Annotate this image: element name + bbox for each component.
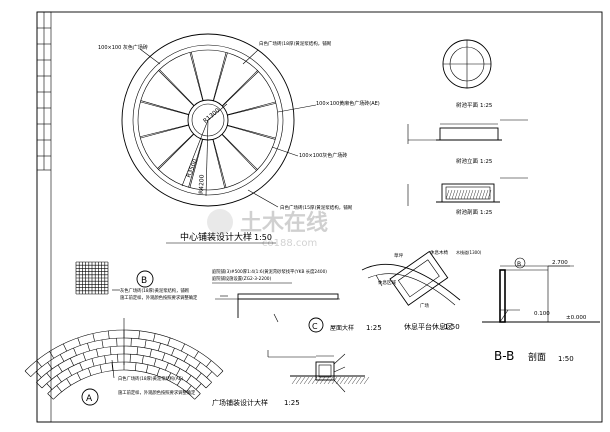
detail-b-note1: 灰色广场砖(18厚)黄泥浆结构，铺砌 <box>120 287 189 294</box>
section-bb-marker <box>514 257 526 269</box>
detail-a-marker <box>81 388 99 406</box>
detail-c-title: 屋面大样 <box>330 324 354 332</box>
section-bb-marker-text: B <box>517 261 521 268</box>
label-grey-band: 100×100灰色广场砖 <box>299 152 347 159</box>
detail-a-note2: 施工前定样，外观颜色按照要求调整确定 <box>118 389 196 396</box>
dim-r2: R3500 <box>185 158 199 179</box>
center-paving-scale: 1:50 <box>254 233 272 242</box>
tree-pool-section-label: 树池剖面 <box>456 208 479 216</box>
deck-label-top: 草坪 <box>394 252 403 259</box>
tree-pool-plan-scale: 1:25 <box>480 103 493 109</box>
tree-pool-section: 树池剖面 1:25 <box>407 177 528 216</box>
detail-c-note1: 庭院铺(3)#500厚1:4(1:6)黄泥膏砂浆找平(YKB 长度2400) <box>212 268 327 275</box>
center-paving-plan: 100×100 灰色广场砖 白色广场砖(18厚)黄泥浆结构，铺砌 100×100… <box>98 33 380 244</box>
title-block <box>36 11 52 423</box>
detail-c-marker-text: C <box>312 322 318 331</box>
rest-area-plan: 草坪 休息木椅 木栈道(1300) 休息区域 广场 休息平台休息区 1:50 <box>361 249 482 331</box>
tree-pool-elev-scale: 1:25 <box>480 159 493 165</box>
tree-pool-elevation: 树池立面 1:25 <box>407 119 528 165</box>
radial-joints <box>139 51 277 189</box>
square-paving-section: 广场铺装设计大样 1:25 <box>212 350 370 407</box>
section-hatching <box>445 189 492 200</box>
label-yellow-band: 100×100黄麻色广场砖(AE) <box>316 100 380 107</box>
deck-label-right: 木栈道(1300) <box>456 249 482 255</box>
watermark-url: co188.com <box>262 238 317 249</box>
detail-a-note1: 白色广场砖(18厚)黄泥浆结构(AE) <box>118 375 183 382</box>
section-bb-title: B-B <box>494 349 514 363</box>
section-bb-dim-mid: 0.100 <box>534 311 550 317</box>
center-paving-title: 中心铺装设计大样 <box>180 231 252 243</box>
section-bb-suffix: 剖面 <box>528 351 546 363</box>
watermark-brand: 土木在线 <box>240 210 328 236</box>
detail-a-marker-text: A <box>86 394 93 404</box>
dim-r1: R1300 <box>202 107 222 125</box>
detail-c-scale: 1:25 <box>366 324 382 332</box>
detail-c-note2: 庭院铺设施设置(ZG2-3-2200) <box>212 275 272 282</box>
deck-scale: 1:50 <box>444 323 460 331</box>
detail-c-roof: 庭院铺(3)#500厚1:4(1:6)黄泥膏砂浆找平(YKB 长度2400) 庭… <box>212 268 382 333</box>
label-bottom-note: 白色广场砖(15厚)黄泥浆结构，铺砌 <box>280 204 353 211</box>
tree-pool-section-scale: 1:25 <box>480 210 493 216</box>
detail-a-arc-paving: A 白色广场砖(18厚)黄泥浆结构(AE) 施工前定样，外观颜色按照要求调整确定 <box>24 318 224 406</box>
detail-b-marker-text: B <box>141 276 147 286</box>
detail-b-note2: 施工前定样，外观颜色按照要求调整确定 <box>120 294 198 301</box>
ground-hatching <box>291 376 370 385</box>
section-bb-dim-top: 2.700 <box>552 260 568 266</box>
detail-b-marker <box>136 270 154 288</box>
tile-grid <box>75 261 109 295</box>
section-bb-dim-ground: ±0.000 <box>566 315 587 321</box>
watermark: 土木在线 co188.com <box>207 209 328 249</box>
detail-c-marker <box>308 317 324 333</box>
label-grey-granite: 100×100 灰色广场砖 <box>98 44 148 51</box>
tree-pool-plan: 树池平面 1:25 <box>442 39 493 109</box>
detail-b-grid: B 灰色广场砖(18厚)黄泥浆结构，铺砌 施工前定样，外观颜色按照要求调整确定 <box>75 261 198 301</box>
deck-title: 休息平台休息区 <box>404 322 453 331</box>
section-bb: B 2.700 0.100 ±0.000 B-B 剖面 1:50 <box>482 257 600 363</box>
square-detail-scale: 1:25 <box>284 399 300 407</box>
dim-r3: R4200 <box>198 174 206 194</box>
arc-brick-courses <box>24 318 224 400</box>
section-bb-scale: 1:50 <box>558 355 574 363</box>
tree-pool-plan-label: 树池平面 <box>456 101 479 109</box>
deck-label-area: 休息区域 <box>378 279 396 286</box>
deck-label-mid: 休息木椅 <box>430 249 448 256</box>
tree-pool-elev-label: 树池立面 <box>456 157 479 165</box>
deck-label-square: 广场 <box>420 302 429 309</box>
square-detail-title: 广场铺装设计大样 <box>212 398 268 407</box>
label-white-granite: 白色广场砖(18厚)黄泥浆结构，铺砌 <box>259 40 332 47</box>
